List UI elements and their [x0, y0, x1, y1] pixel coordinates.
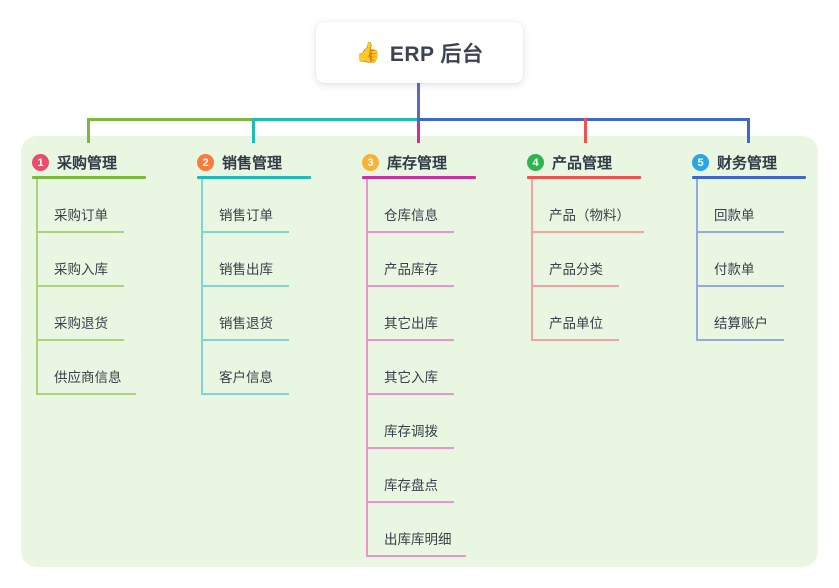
branch-5: 5 财务管理回款单付款单结算账户	[692, 149, 806, 341]
child-node[interactable]: 库存调拨	[368, 395, 454, 449]
connector-line	[252, 118, 420, 121]
child-node[interactable]: 其它出库	[368, 287, 454, 341]
branch-children: 产品（物料）产品分类产品单位	[531, 179, 644, 341]
thumbs-up-icon: 👍	[355, 42, 381, 64]
child-node[interactable]: 销售退货	[203, 287, 289, 341]
child-node[interactable]: 产品库存	[368, 233, 454, 287]
child-node[interactable]: 客户信息	[203, 341, 289, 395]
child-node[interactable]: 销售出库	[203, 233, 289, 287]
connector-line	[417, 83, 420, 118]
branch-4: 4 产品管理产品（物料）产品分类产品单位	[527, 149, 644, 341]
branch-title: 采购管理	[57, 155, 118, 172]
branch-title: 库存管理	[387, 155, 448, 172]
child-node[interactable]: 采购退货	[38, 287, 124, 341]
branch-title: 产品管理	[552, 155, 613, 172]
root-title: ERP 后台	[389, 42, 484, 66]
branch-underline	[197, 176, 311, 179]
connector-line	[747, 118, 750, 143]
branch-number-badge: 3	[362, 154, 379, 171]
branch-underline	[527, 176, 641, 179]
branch-node[interactable]: 4 产品管理	[527, 149, 641, 176]
child-node[interactable]: 产品分类	[533, 233, 619, 287]
child-node[interactable]: 采购订单	[38, 179, 124, 233]
branch-node[interactable]: 1 采购管理	[32, 149, 146, 176]
child-node[interactable]: 产品单位	[533, 287, 619, 341]
child-node[interactable]: 库存盘点	[368, 449, 454, 503]
connector-line	[87, 118, 90, 143]
branch-1: 1 采购管理采购订单采购入库采购退货供应商信息	[32, 149, 146, 395]
branch-node[interactable]: 5 财务管理	[692, 149, 806, 176]
connector-line	[252, 118, 255, 143]
branch-underline	[32, 176, 146, 179]
branches-panel	[21, 136, 818, 567]
child-node[interactable]: 仓库信息	[368, 179, 454, 233]
child-node[interactable]: 产品（物料）	[533, 179, 644, 233]
branch-children: 回款单付款单结算账户	[696, 179, 784, 341]
child-node[interactable]: 销售订单	[203, 179, 289, 233]
branch-children: 采购订单采购入库采购退货供应商信息	[36, 179, 136, 395]
child-node[interactable]: 采购入库	[38, 233, 124, 287]
connector-line	[417, 118, 750, 121]
child-node[interactable]: 出库库明细	[368, 503, 466, 557]
connector-line	[417, 121, 420, 143]
branch-2: 2 销售管理销售订单销售出库销售退货客户信息	[197, 149, 311, 395]
branch-underline	[692, 176, 806, 179]
branch-underline	[362, 176, 476, 179]
branch-number-badge: 4	[527, 154, 544, 171]
root-node[interactable]: 👍 ERP 后台	[316, 22, 523, 83]
branch-title: 销售管理	[222, 155, 283, 172]
branch-title: 财务管理	[717, 155, 778, 172]
branch-number-badge: 1	[32, 154, 49, 171]
branch-node[interactable]: 3 库存管理	[362, 149, 476, 176]
branch-3: 3 库存管理仓库信息产品库存其它出库其它入库库存调拨库存盘点出库库明细	[362, 149, 476, 557]
branch-node[interactable]: 2 销售管理	[197, 149, 311, 176]
branch-children: 仓库信息产品库存其它出库其它入库库存调拨库存盘点出库库明细	[366, 179, 466, 557]
connector-line	[584, 118, 587, 143]
child-node[interactable]: 结算账户	[698, 287, 784, 341]
branch-number-badge: 2	[197, 154, 214, 171]
child-node[interactable]: 付款单	[698, 233, 784, 287]
branch-children: 销售订单销售出库销售退货客户信息	[201, 179, 289, 395]
branch-number-badge: 5	[692, 154, 709, 171]
child-node[interactable]: 其它入库	[368, 341, 454, 395]
child-node[interactable]: 供应商信息	[38, 341, 136, 395]
child-node[interactable]: 回款单	[698, 179, 784, 233]
